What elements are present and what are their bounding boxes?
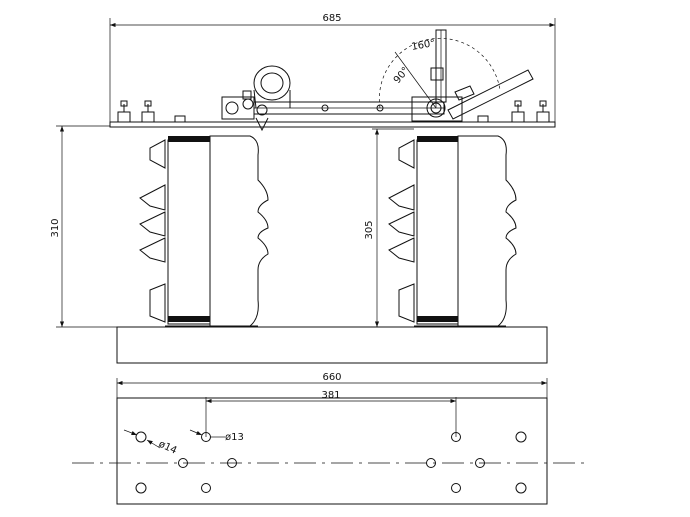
switch-blade-assembly: 160° 90° [221,29,534,132]
bolt-left-2 [141,100,155,123]
hole-dia-14-label: ø14 [157,439,179,457]
hole-dia-13-label: ø13 [225,432,244,443]
dimension-total-height: 310 [50,125,117,328]
base-length-label: 660 [322,372,341,383]
bolt-right-2 [536,100,550,123]
base-plan-view: ø14 ø13 [72,397,588,505]
total-height-label: 310 [50,218,61,237]
insulator-right [388,135,517,327]
bolt-right-1 [511,100,525,123]
dimension-hole-spacing: 381 [205,390,457,437]
dimension-base-length: 660 [116,372,548,398]
angle-160-label: 160° [411,38,437,53]
dimension-insulator-height: 305 [364,128,414,328]
bolt-left-1 [117,100,131,123]
insulator-left [139,135,269,327]
insulator-height-label: 305 [364,220,375,239]
overall-width-label: 685 [322,13,341,24]
dimension-overall-width: 685 [109,13,556,125]
angle-90-label: 90° [392,65,412,86]
hole-spacing-label: 381 [321,390,340,401]
top-plate [109,100,556,128]
base-beam [116,326,548,364]
